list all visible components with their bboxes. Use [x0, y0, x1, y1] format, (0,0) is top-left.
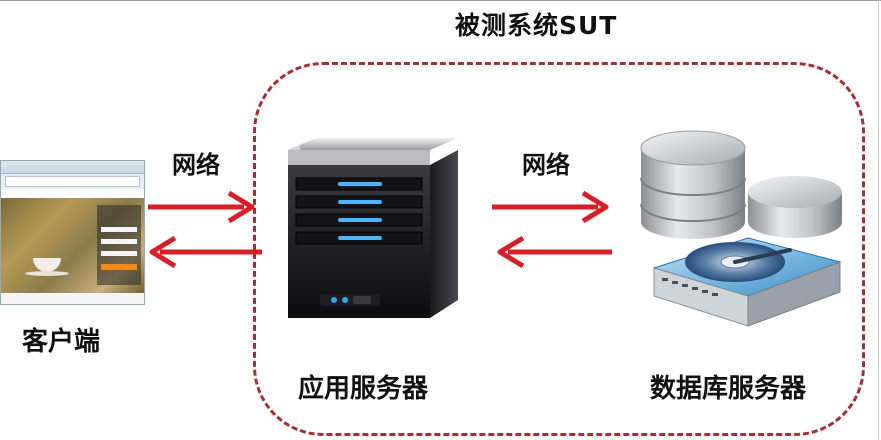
sut-title: 被测系统SUT	[455, 11, 618, 40]
arrow-app-to-db	[492, 190, 609, 224]
app-server-label: 应用服务器	[298, 374, 429, 404]
db-server-label: 数据库服务器	[650, 374, 807, 404]
arrow-db-to-app	[497, 235, 612, 269]
network-label-right: 网络	[522, 151, 570, 179]
arrow-app-to-client	[149, 235, 262, 269]
server-tower-icon	[288, 138, 458, 318]
network-label-left: 网络	[172, 151, 220, 179]
arrow-client-to-app	[148, 190, 255, 224]
browser-screenshot-icon	[0, 160, 145, 305]
database-disk-icon	[640, 130, 842, 327]
top-border-line	[0, 0, 881, 1]
sut-boundary	[253, 62, 865, 436]
right-border-line	[878, 0, 879, 440]
client-label: 客户端	[22, 327, 101, 357]
